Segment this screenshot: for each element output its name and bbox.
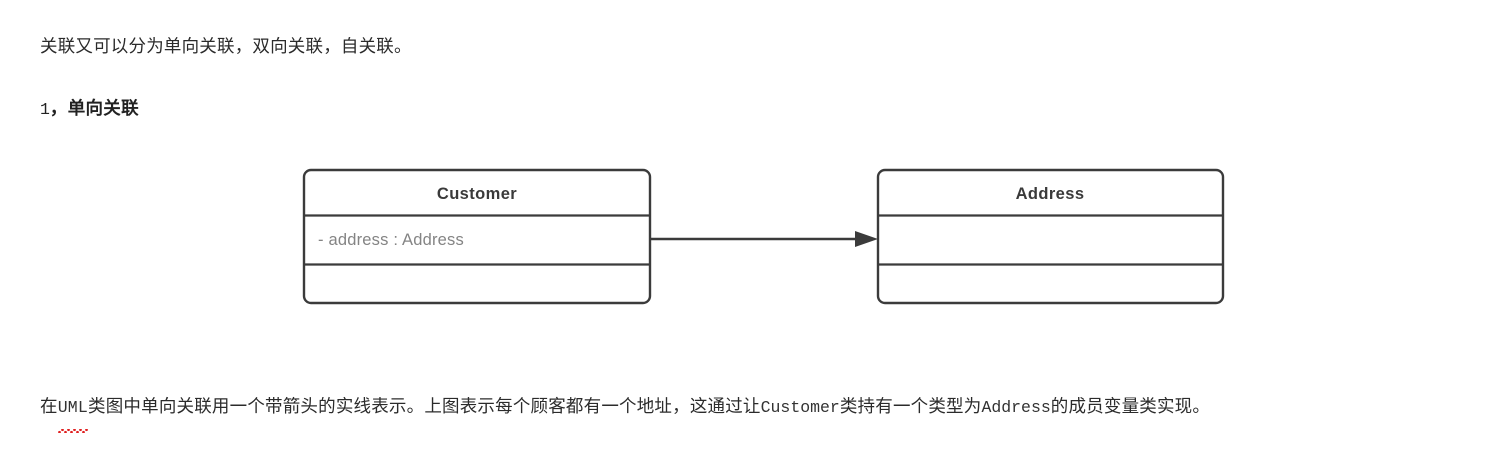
outro-segment-2: 类图中单向关联用一个带箭头的实线表示。上图表示每个顾客都有一个地址，这通过让 <box>88 395 761 416</box>
uml-class-customer-attribute: - address : Address <box>318 231 464 249</box>
uml-class-address: Address <box>876 168 1225 305</box>
uml-class-address-title: Address <box>1016 185 1085 203</box>
uml-association-connector <box>650 231 878 247</box>
uml-class-customer: Customer - address : Address <box>302 168 652 305</box>
outro-code-customer: Customer <box>760 397 840 417</box>
section-heading-label: ，单向关联 <box>49 97 139 118</box>
outro-segment-1: 在 <box>40 395 58 416</box>
uml-class-customer-title: Customer <box>437 185 517 203</box>
outro-code-address: Address <box>981 397 1051 417</box>
section-heading: 1，单向关联 <box>40 94 139 124</box>
outro-code-uml: UML <box>57 385 89 433</box>
outro-segment-4: 的成员变量类实现。 <box>1050 395 1211 416</box>
section-heading-number: 1 <box>40 99 50 119</box>
intro-paragraph: 关联又可以分为单向关联，双向关联，自关联。 <box>40 35 412 56</box>
outro-paragraph: 在UML类图中单向关联用一个带箭头的实线表示。上图表示每个顾客都有一个地址，这通… <box>40 384 1480 433</box>
uml-class-address-frame <box>876 168 1225 305</box>
uml-class-customer-frame <box>302 168 652 305</box>
outro-segment-3: 类持有一个类型为 <box>839 395 982 416</box>
uml-association-arrowhead-icon <box>855 231 878 247</box>
